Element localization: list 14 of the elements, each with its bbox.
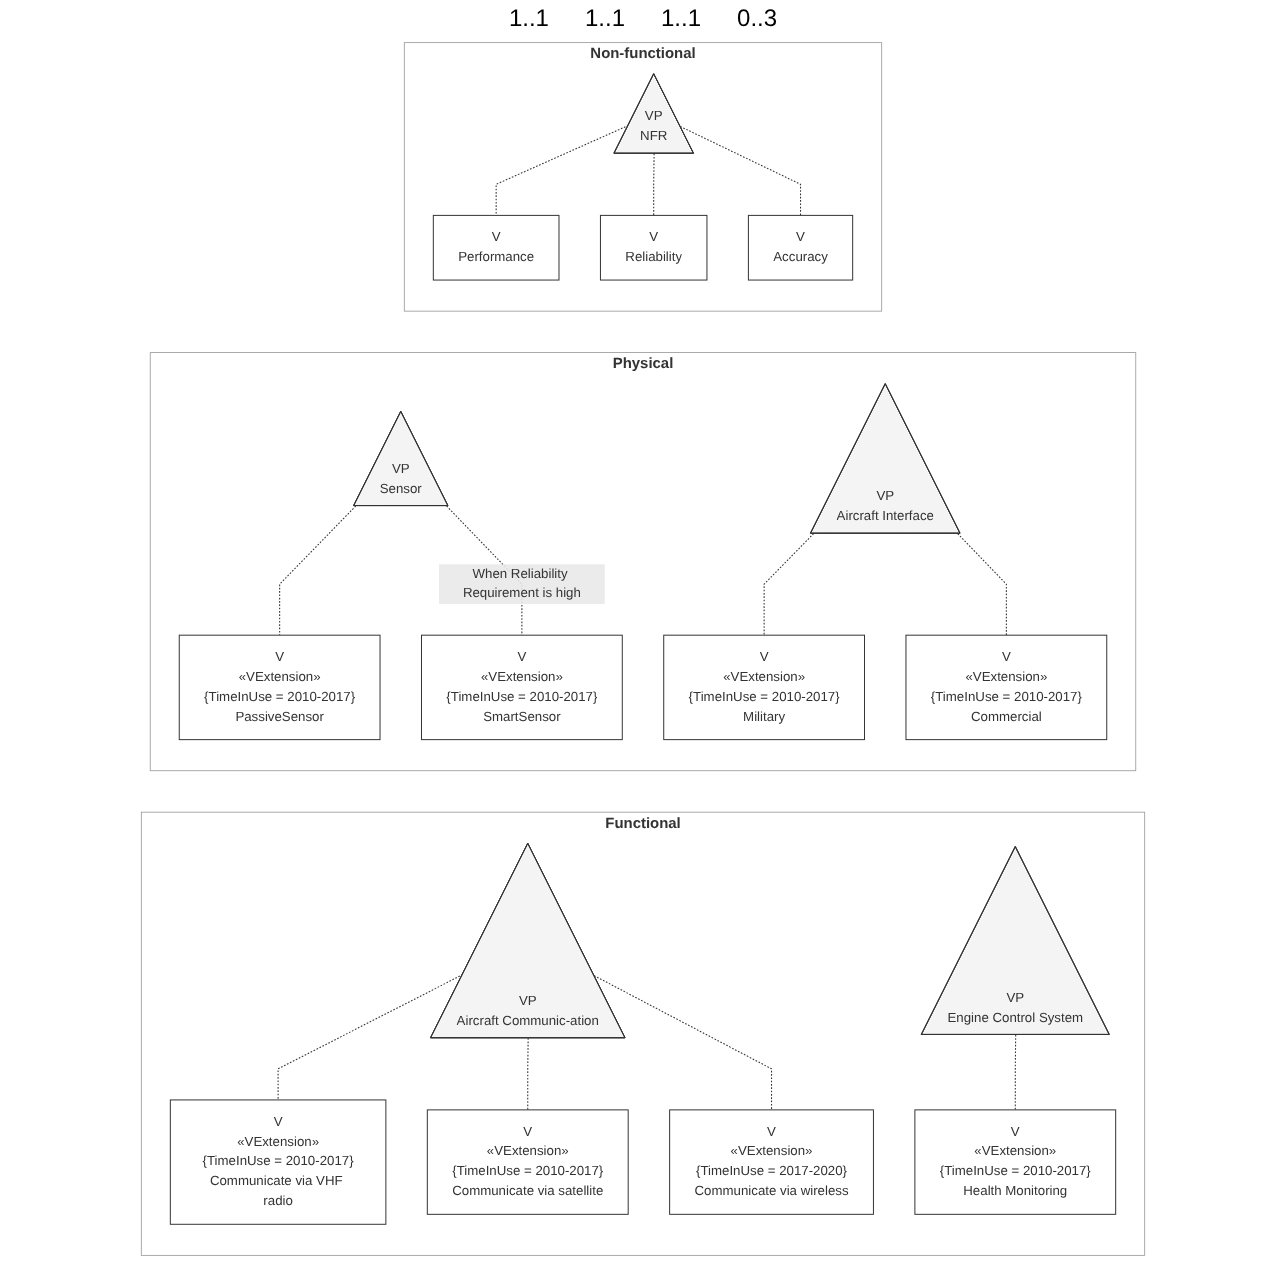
multiplicity-label: 0..3	[737, 4, 778, 32]
connector	[527, 1037, 529, 1111]
multiplicity-label: 1..1	[661, 4, 702, 32]
multiplicity-label: 1..1	[508, 4, 549, 32]
connector	[495, 124, 629, 216]
connector	[679, 125, 802, 216]
connector	[279, 505, 357, 636]
connector	[957, 533, 1007, 636]
connector	[277, 974, 464, 1101]
multiplicity-label: 1..1	[584, 4, 625, 32]
connector	[763, 533, 815, 636]
connector	[653, 153, 655, 216]
connector	[1014, 1034, 1017, 1111]
connector	[593, 975, 773, 1111]
